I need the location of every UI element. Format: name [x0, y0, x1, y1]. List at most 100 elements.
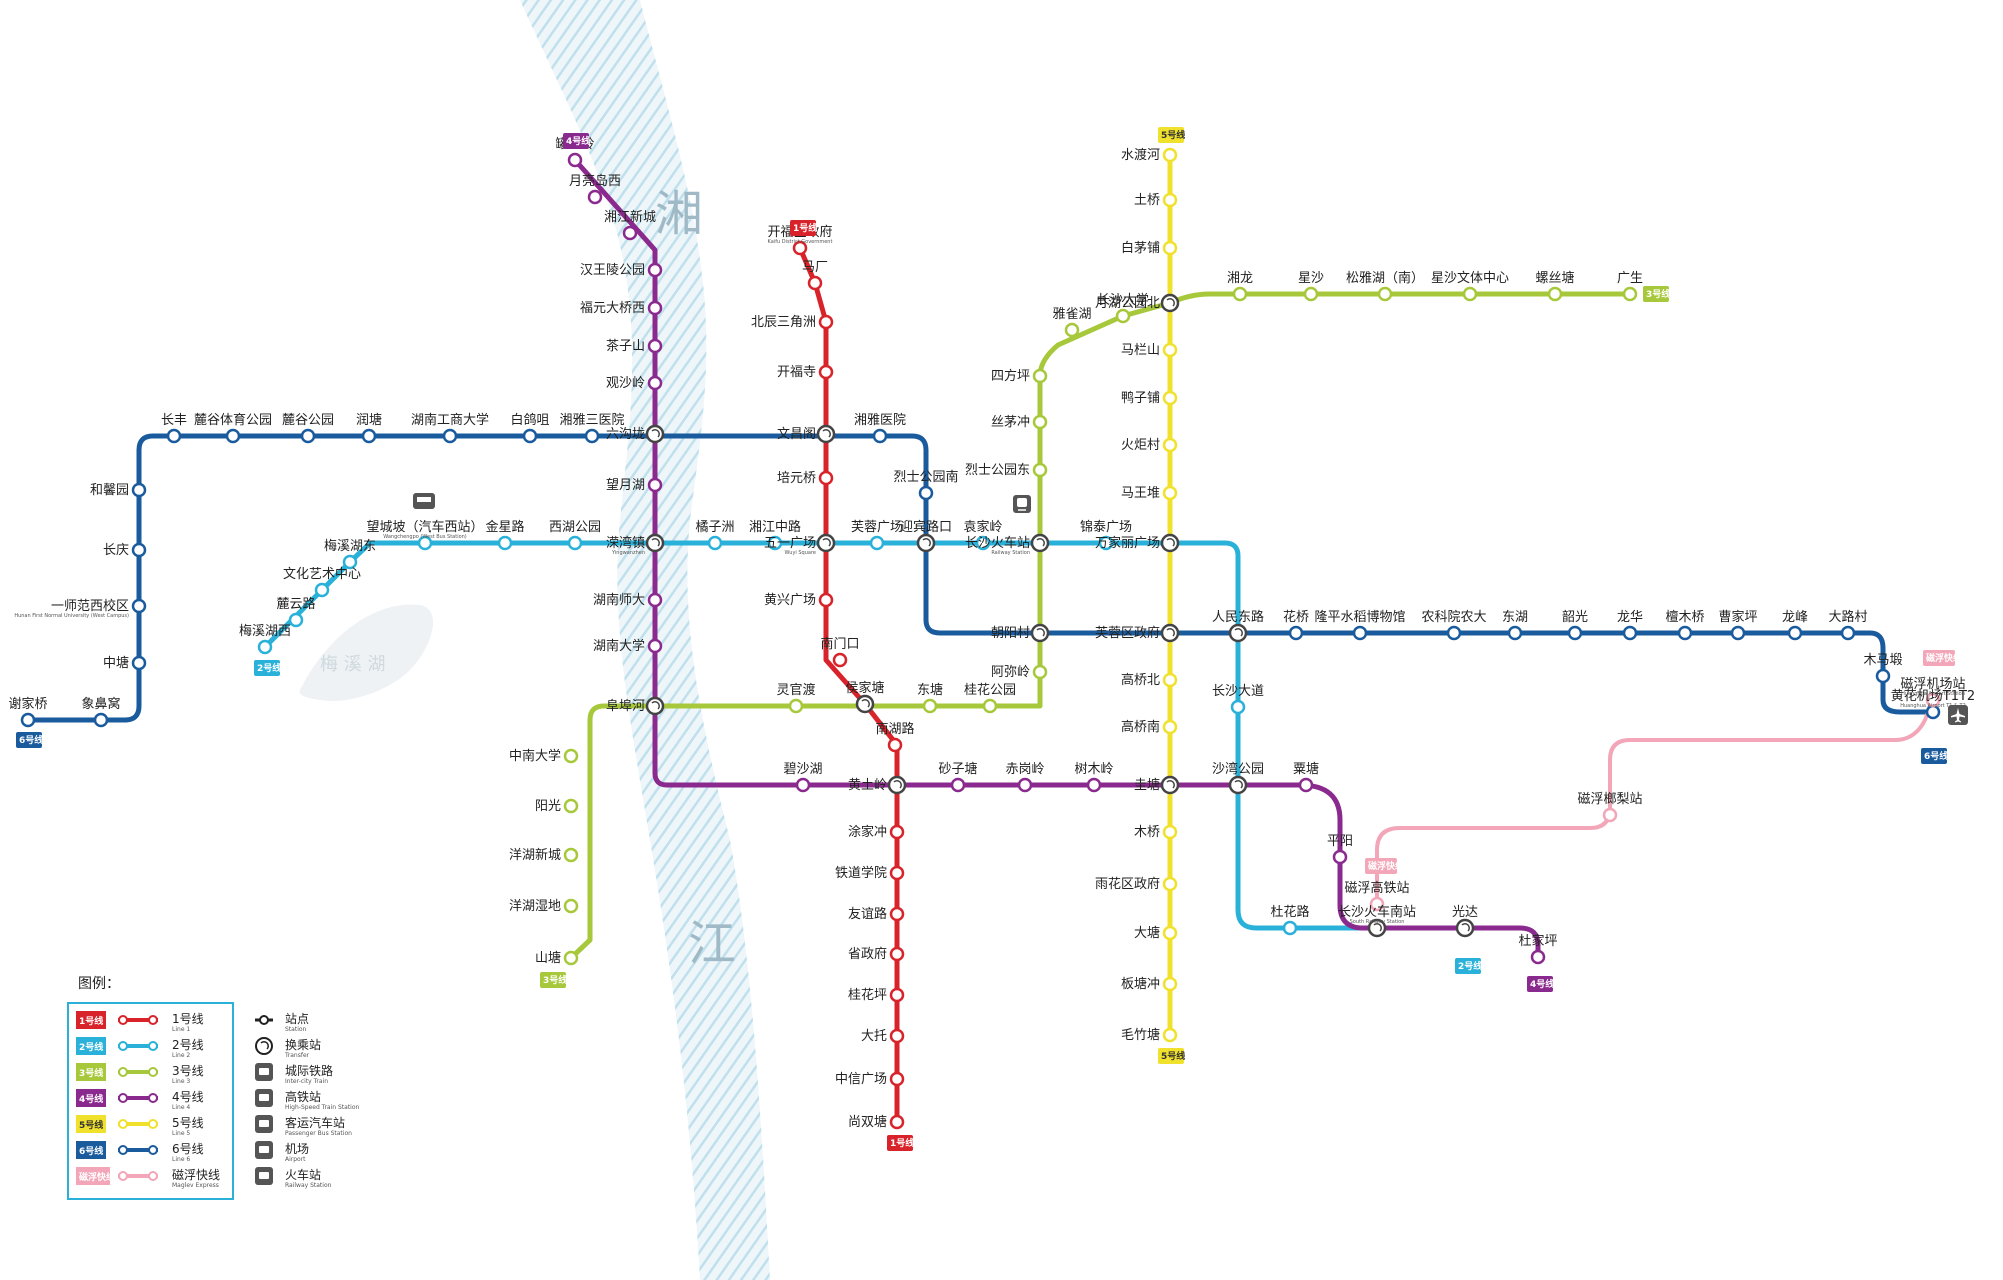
station-marker[interactable]	[818, 364, 834, 380]
station-marker[interactable]	[1332, 849, 1348, 865]
station-marker[interactable]	[1032, 368, 1048, 384]
station-marker[interactable]	[788, 698, 804, 714]
station-marker[interactable]	[647, 262, 663, 278]
station-marker[interactable]	[792, 240, 808, 256]
station-marker[interactable]	[417, 535, 433, 551]
station-marker[interactable]	[889, 1028, 905, 1044]
station-marker[interactable]	[342, 554, 358, 570]
station-marker[interactable]	[1162, 437, 1178, 453]
station-marker[interactable]	[1162, 1027, 1178, 1043]
transfer-station-marker[interactable]	[1160, 775, 1180, 795]
station-marker[interactable]	[975, 535, 991, 551]
station-marker[interactable]	[442, 428, 458, 444]
station-marker[interactable]	[1730, 625, 1746, 641]
station-marker[interactable]	[131, 655, 147, 671]
station-marker[interactable]	[889, 1071, 905, 1087]
station-marker[interactable]	[563, 950, 579, 966]
station-marker[interactable]	[982, 698, 998, 714]
station-marker[interactable]	[1602, 807, 1618, 823]
transfer-station-marker[interactable]	[1030, 533, 1050, 553]
station-marker[interactable]	[584, 428, 600, 444]
transfer-station-marker[interactable]	[645, 533, 665, 553]
station-marker[interactable]	[1232, 286, 1248, 302]
transfer-station-marker[interactable]	[1030, 623, 1050, 643]
station-marker[interactable]	[587, 189, 603, 205]
station-marker[interactable]	[818, 314, 834, 330]
station-marker[interactable]	[563, 847, 579, 863]
station-marker[interactable]	[1017, 777, 1033, 793]
transfer-station-marker[interactable]	[855, 694, 875, 714]
station-marker[interactable]	[1162, 147, 1178, 163]
transfer-station-marker[interactable]	[1160, 293, 1180, 313]
transfer-station-marker[interactable]	[1160, 623, 1180, 643]
station-marker[interactable]	[567, 152, 583, 168]
station-marker[interactable]	[1377, 286, 1393, 302]
station-marker[interactable]	[647, 638, 663, 654]
station-marker[interactable]	[1115, 308, 1131, 324]
station-marker[interactable]	[1282, 920, 1298, 936]
station-marker[interactable]	[166, 428, 182, 444]
station-marker[interactable]	[832, 652, 848, 668]
station-marker[interactable]	[1032, 462, 1048, 478]
station-marker[interactable]	[887, 737, 903, 753]
station-marker[interactable]	[889, 946, 905, 962]
station-marker[interactable]	[1086, 777, 1102, 793]
station-marker[interactable]	[767, 535, 783, 551]
transfer-station-marker[interactable]	[1228, 623, 1248, 643]
station-marker[interactable]	[1230, 699, 1246, 715]
station-marker[interactable]	[1162, 342, 1178, 358]
transfer-station-marker[interactable]	[645, 696, 665, 716]
station-marker[interactable]	[1162, 824, 1178, 840]
station-marker[interactable]	[93, 712, 109, 728]
station-marker[interactable]	[889, 865, 905, 881]
station-marker[interactable]	[1677, 625, 1693, 641]
transfer-station-marker[interactable]	[916, 533, 936, 553]
station-marker[interactable]	[1622, 625, 1638, 641]
station-marker[interactable]	[1032, 414, 1048, 430]
station-marker[interactable]	[361, 428, 377, 444]
station-marker[interactable]	[497, 535, 513, 551]
station-marker[interactable]	[872, 428, 888, 444]
station-marker[interactable]	[563, 748, 579, 764]
station-marker[interactable]	[1462, 286, 1478, 302]
station-marker[interactable]	[818, 470, 834, 486]
transfer-station-marker[interactable]	[1160, 533, 1180, 553]
station-marker[interactable]	[131, 482, 147, 498]
station-marker[interactable]	[889, 824, 905, 840]
station-marker[interactable]	[1098, 535, 1114, 551]
transfer-station-marker[interactable]	[1455, 918, 1475, 938]
station-marker[interactable]	[131, 598, 147, 614]
station-marker[interactable]	[563, 898, 579, 914]
station-marker[interactable]	[1298, 777, 1314, 793]
station-marker[interactable]	[522, 428, 538, 444]
station-marker[interactable]	[922, 698, 938, 714]
station-marker[interactable]	[869, 535, 885, 551]
station-marker[interactable]	[1162, 240, 1178, 256]
station-marker[interactable]	[300, 428, 316, 444]
station-marker[interactable]	[807, 275, 823, 291]
station-marker[interactable]	[889, 987, 905, 1003]
station-marker[interactable]	[1303, 286, 1319, 302]
station-marker[interactable]	[1162, 976, 1178, 992]
station-marker[interactable]	[1288, 625, 1304, 641]
station-marker[interactable]	[1162, 672, 1178, 688]
transfer-station-marker[interactable]	[816, 424, 836, 444]
station-marker[interactable]	[1787, 625, 1803, 641]
station-marker[interactable]	[918, 485, 934, 501]
station-marker[interactable]	[563, 798, 579, 814]
station-marker[interactable]	[622, 225, 638, 241]
station-marker[interactable]	[1352, 625, 1368, 641]
transfer-station-marker[interactable]	[1367, 918, 1387, 938]
transfer-station-marker[interactable]	[887, 775, 907, 795]
station-marker[interactable]	[889, 906, 905, 922]
station-marker[interactable]	[1064, 322, 1080, 338]
transfer-station-marker[interactable]	[816, 533, 836, 553]
station-marker[interactable]	[1925, 692, 1941, 708]
station-marker[interactable]	[257, 639, 273, 655]
station-marker[interactable]	[1162, 390, 1178, 406]
transfer-station-marker[interactable]	[645, 424, 665, 444]
station-marker[interactable]	[647, 477, 663, 493]
station-marker[interactable]	[647, 375, 663, 391]
station-marker[interactable]	[1162, 719, 1178, 735]
station-marker[interactable]	[647, 338, 663, 354]
